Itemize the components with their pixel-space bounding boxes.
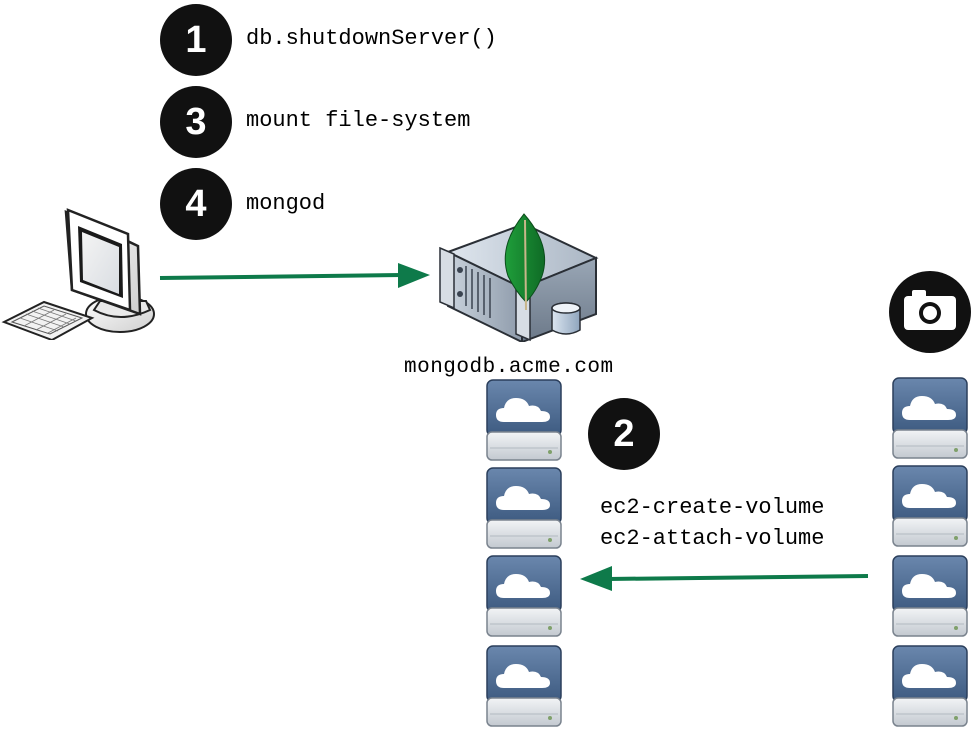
step-1-command: db.shutdownServer() — [246, 26, 497, 51]
cloud-drive-icon — [484, 466, 564, 550]
step-3-number: 3 — [185, 101, 207, 143]
cloud-drive-icon — [890, 464, 970, 548]
arrow-client-to-server — [158, 260, 438, 294]
mongodb-server-icon — [438, 210, 600, 342]
cloud-drive-icon — [890, 554, 970, 638]
snapshot-volume-4 — [890, 644, 970, 728]
step-2-number: 2 — [613, 413, 635, 455]
snapshot-volume-1 — [890, 376, 970, 460]
cloud-drive-icon — [484, 554, 564, 638]
step-3-command: mount file-system — [246, 108, 471, 133]
ec2-attach-volume-command: ec2-attach-volume — [600, 526, 825, 551]
arrow-snapshot-to-volumes — [576, 560, 872, 594]
server-hostname: mongodb.acme.com — [404, 356, 614, 379]
snapshot-volume-2 — [890, 464, 970, 548]
attached-volume-2 — [484, 466, 564, 550]
cloud-drive-icon — [484, 378, 564, 462]
snapshot-volume-3 — [890, 554, 970, 638]
attached-volume-4 — [484, 644, 564, 728]
cloud-drive-icon — [890, 644, 970, 728]
step-4-command: mongod — [246, 191, 326, 216]
step-1-badge: 1 — [160, 4, 232, 76]
cloud-drive-icon — [890, 376, 970, 460]
step-3-badge: 3 — [160, 86, 232, 158]
step-4-number: 4 — [185, 183, 207, 225]
cloud-drive-icon — [484, 644, 564, 728]
step-1-number: 1 — [185, 19, 207, 61]
ec2-create-volume-command: ec2-create-volume — [600, 495, 825, 520]
step-2-badge: 2 — [588, 398, 660, 470]
camera-icon — [888, 270, 972, 354]
attached-volume-1 — [484, 378, 564, 462]
step-4-badge: 4 — [160, 168, 232, 240]
desktop-computer-icon — [0, 206, 160, 340]
attached-volume-3 — [484, 554, 564, 638]
